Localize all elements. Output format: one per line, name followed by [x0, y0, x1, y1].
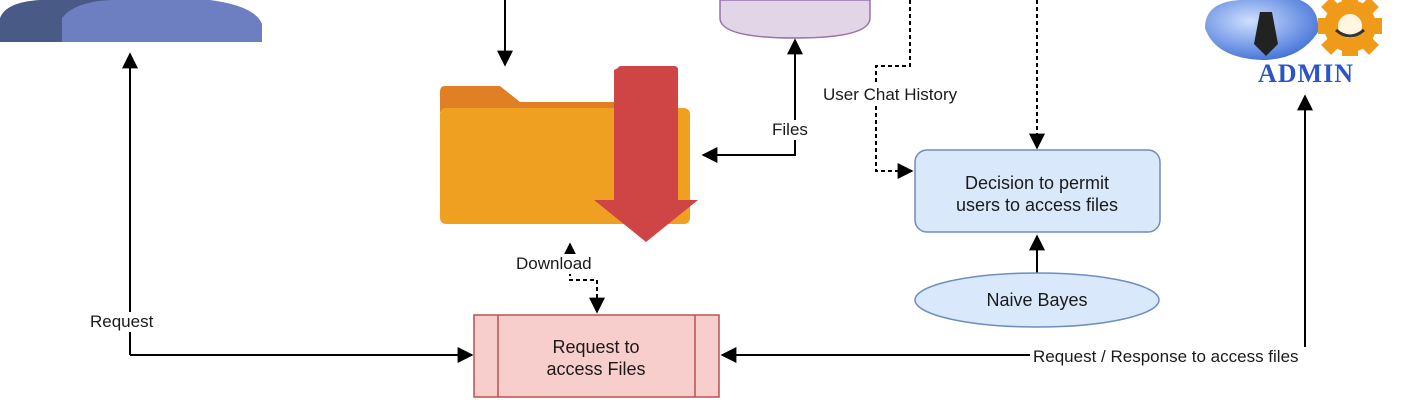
admin-label: ADMIN — [1258, 59, 1354, 88]
label-user-chat-history: User Chat History — [823, 85, 958, 104]
label-request-response: Request / Response to access files — [1033, 347, 1299, 366]
naive-bayes-node: Naive Bayes — [914, 272, 1160, 328]
database-icon — [719, 0, 871, 39]
request-node: Request to access Files — [473, 314, 720, 398]
request-label-line1: Request to — [552, 337, 639, 357]
edge-files — [701, 38, 803, 163]
request-label-line2: access Files — [546, 359, 645, 379]
admin-icon: ADMIN — [1205, 0, 1382, 88]
user-icon — [0, 0, 262, 42]
decision-node: Decision to permit users to access files — [914, 149, 1161, 233]
gear-icon — [1318, 0, 1382, 56]
folder-download-icon — [440, 66, 698, 242]
label-download: Download — [516, 254, 592, 273]
decision-label-line2: users to access files — [956, 195, 1118, 215]
decision-label-line1: Decision to permit — [965, 173, 1109, 193]
edge-user-chat-history — [875, 0, 914, 179]
label-files: Files — [772, 120, 808, 139]
label-request: Request — [90, 312, 154, 331]
naive-bayes-label: Naive Bayes — [986, 290, 1087, 310]
